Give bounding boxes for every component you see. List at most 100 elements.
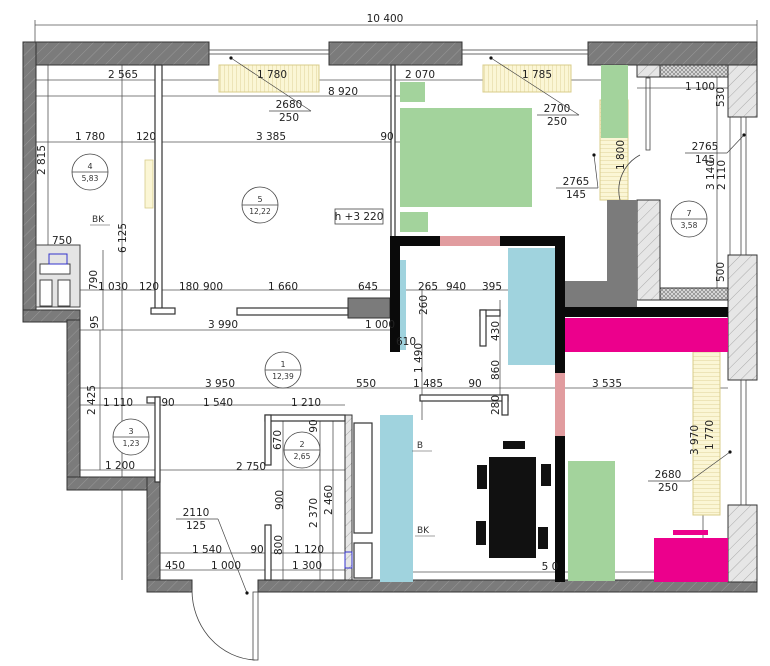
room-area: 12,39 — [272, 372, 294, 381]
chair — [477, 465, 487, 489]
dimension-label: 430 — [490, 321, 502, 341]
doorway-pink — [555, 373, 565, 436]
new-wall — [565, 307, 728, 317]
chair — [476, 521, 486, 545]
dimension-label: 90 — [161, 397, 174, 409]
dimension-label: 1 660 — [268, 281, 298, 293]
kitchen-counter — [380, 415, 413, 582]
entrance-door[interactable] — [191, 589, 259, 661]
room-marker-4: 45,83 — [71, 153, 109, 191]
room-marker-7: 73,58 — [670, 200, 708, 238]
dimension-label: 1 540 — [192, 544, 222, 556]
furniture-overlays — [380, 65, 728, 582]
green-block — [400, 212, 428, 232]
dimension-label: 1 030 — [98, 281, 128, 293]
dark-partition — [565, 200, 637, 307]
opening-height: 2680 — [655, 469, 682, 481]
dimension-label: 1 000 — [365, 319, 395, 331]
dimension-label: 1 200 — [105, 460, 135, 472]
dimension-label: 750 — [52, 235, 72, 247]
room-number: 3 — [128, 427, 133, 436]
opening-height: 2700 — [544, 103, 571, 115]
dimension-label: 2 110 — [716, 160, 728, 190]
outer-walls — [22, 41, 758, 593]
dining-table — [489, 457, 536, 558]
bed — [400, 108, 532, 207]
green-block — [400, 82, 425, 102]
blue-cabinet — [508, 248, 555, 365]
new-wall — [555, 436, 565, 582]
ceiling-height: h +3 220 — [335, 211, 384, 223]
new-wall — [390, 236, 440, 246]
room-area: 2,65 — [294, 452, 311, 461]
overall-width: 10 400 — [367, 13, 404, 25]
dimension-label: 1 300 — [292, 560, 322, 572]
room-area: 5,83 — [82, 174, 99, 183]
opening-width: 250 — [658, 482, 678, 494]
opening-width: 250 — [279, 112, 299, 124]
dimension-label: 645 — [358, 281, 378, 293]
equipment-tag: BK — [92, 215, 105, 225]
dimension-label: 800 — [273, 535, 285, 555]
room-marker-2: 22,65 — [283, 431, 321, 469]
green-block — [568, 461, 615, 581]
dimension-label: 1 780 — [75, 131, 105, 143]
dimension-label: 2 565 — [108, 69, 138, 81]
opening-width: 145 — [695, 154, 715, 166]
dimension-label: 670 — [272, 430, 284, 450]
room-number: 5 — [257, 195, 262, 204]
dimension-label: 2 370 — [308, 498, 320, 528]
new-wall — [500, 236, 565, 246]
dimension-label: 1 800 — [615, 140, 627, 170]
dimension-label: 3 535 — [592, 378, 622, 390]
opening-height: 2765 — [563, 176, 590, 188]
dimension-label: 95 — [89, 315, 101, 328]
blue-block — [400, 260, 406, 350]
dimension-label: 3 970 — [689, 425, 701, 455]
dimension-label: 1 490 — [413, 343, 425, 373]
new-wall — [555, 245, 565, 373]
dimension-label: 395 — [482, 281, 502, 293]
opening-height: 2110 — [183, 507, 210, 519]
dimension-label: 530 — [715, 87, 727, 107]
opening-width: 125 — [186, 520, 206, 532]
dimension-label: 120 — [136, 131, 156, 143]
dimension-label: 2 815 — [36, 145, 48, 175]
opening-height: 2680 — [276, 99, 303, 111]
magenta-block — [565, 318, 728, 352]
dimension-label: 1 780 — [257, 69, 287, 81]
dimension-label: 900 — [274, 490, 286, 510]
dimension-label: 265 — [418, 281, 438, 293]
equipment-tag: BK — [417, 526, 430, 536]
dimension-label: 3 385 — [256, 131, 286, 143]
opening-callouts: 2680250270025027651452765145268025021101… — [176, 56, 746, 595]
opening-height: 2765 — [692, 141, 719, 153]
dimension-label: 280 — [490, 395, 502, 415]
room-number: 4 — [87, 162, 92, 171]
dimension-label: 6 125 — [117, 223, 129, 253]
dimension-label: 610 — [396, 336, 416, 348]
dimension-label: 860 — [490, 360, 502, 380]
dimension-label: 2 070 — [405, 69, 435, 81]
ceiling-height-box — [334, 208, 384, 225]
new-wall — [390, 236, 400, 352]
dimension-label: 260 — [418, 295, 430, 315]
opening-width: 145 — [566, 189, 586, 201]
dimension-label: 180 — [179, 281, 199, 293]
room-marker-1: 112,39 — [264, 351, 302, 389]
dimension-label: 90 — [308, 419, 320, 432]
dimension-label: 3 140 — [705, 160, 717, 190]
dimension-label: 500 — [715, 262, 727, 282]
room-area: 3,58 — [681, 221, 698, 230]
room-area: 1,23 — [123, 439, 140, 448]
windows — [208, 49, 747, 506]
dimension-label: 790 — [88, 270, 100, 290]
magenta-block — [654, 538, 728, 582]
room-marker-3: 31,23 — [112, 418, 150, 456]
room-number: 2 — [299, 440, 304, 449]
dimension-label: 2 425 — [86, 385, 98, 415]
